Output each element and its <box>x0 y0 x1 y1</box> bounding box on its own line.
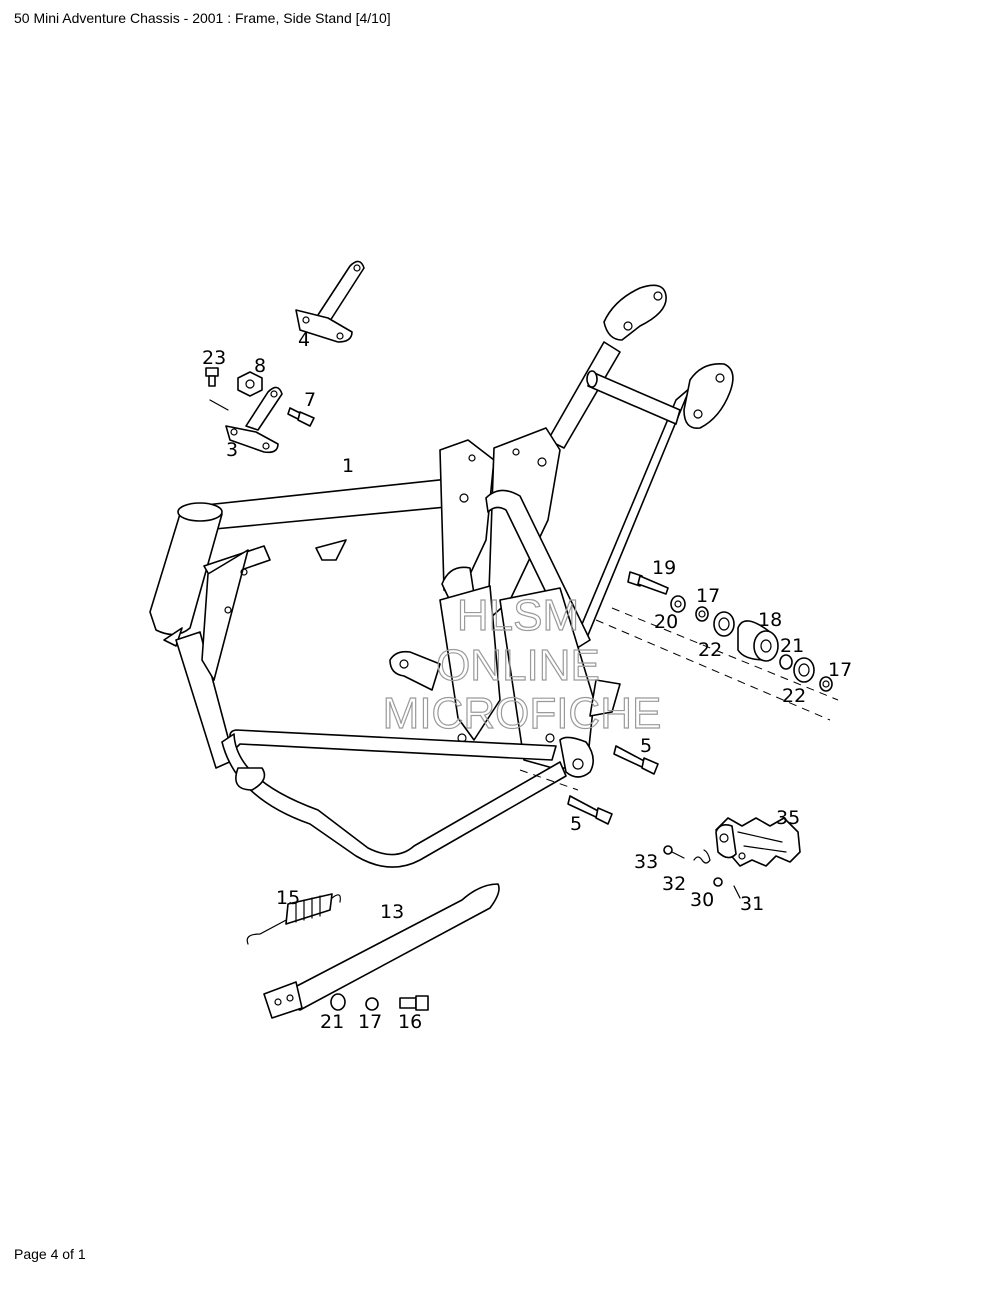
callout-3: 3 <box>226 439 238 461</box>
washer-part-20[interactable] <box>670 595 686 613</box>
bushing-part-22-b[interactable] <box>793 657 815 683</box>
callout-labels: 1 3 4 5 5 7 8 13 15 16 17 17 17 18 19 20… <box>202 329 852 1033</box>
footrest-part-35[interactable] <box>715 817 801 867</box>
callout-1: 1 <box>342 455 354 477</box>
callout-16: 16 <box>398 1011 422 1033</box>
pin-part-33[interactable] <box>663 845 685 859</box>
callout-35: 35 <box>776 807 800 829</box>
callout-32: 32 <box>662 873 686 895</box>
callout-22-a: 22 <box>698 639 722 661</box>
nut-part-8[interactable] <box>237 371 263 397</box>
watermark-line-3: MICROFICHE <box>383 689 662 738</box>
axis-line-upper <box>611 607 839 701</box>
callout-31: 31 <box>740 893 764 915</box>
callout-4: 4 <box>298 329 310 351</box>
roller-part-18[interactable] <box>737 620 779 662</box>
bolt-part-19[interactable] <box>627 571 669 595</box>
side-stand-part-13[interactable] <box>263 883 500 1019</box>
bracket-part-3[interactable] <box>225 386 283 454</box>
page-footer: Page 4 of 1 <box>14 1246 86 1262</box>
callout-22-b: 22 <box>782 685 806 707</box>
callout-21-b: 21 <box>320 1011 344 1033</box>
callout-23: 23 <box>202 347 226 369</box>
callout-15: 15 <box>276 887 300 909</box>
frame-part-1[interactable] <box>149 284 734 868</box>
callout-19: 19 <box>652 557 676 579</box>
spring-part-32[interactable] <box>693 849 711 864</box>
callout-17-c: 17 <box>358 1011 382 1033</box>
axis-line-lower <box>595 619 831 721</box>
watermark: HLSM ONLINE MICROFICHE <box>382 590 662 738</box>
washer-part-17-a[interactable] <box>695 606 709 622</box>
split-pin-part-31[interactable] <box>733 885 741 899</box>
bolt-part-5-a[interactable] <box>613 745 659 775</box>
spacer-part-21-b[interactable] <box>330 993 346 1011</box>
spacer-part-21-a[interactable] <box>779 654 793 670</box>
watermark-line-2: ONLINE <box>436 641 600 690</box>
washer-part-30[interactable] <box>713 877 723 887</box>
page-title: 50 Mini Adventure Chassis - 2001 : Frame… <box>14 10 391 26</box>
bolt-part-5-b[interactable] <box>567 795 613 825</box>
callout-8: 8 <box>254 355 266 377</box>
screw-part-23[interactable] <box>205 367 229 411</box>
callout-7: 7 <box>304 389 316 411</box>
callout-21-a: 21 <box>780 635 804 657</box>
callout-18: 18 <box>758 609 782 631</box>
bolt-part-7[interactable] <box>287 407 315 427</box>
bushing-part-22-a[interactable] <box>713 611 735 637</box>
bolt-part-16[interactable] <box>399 995 429 1011</box>
callout-17-b: 17 <box>828 659 852 681</box>
callout-20: 20 <box>654 611 678 633</box>
callout-5-a: 5 <box>640 735 652 757</box>
washer-part-17-b[interactable] <box>819 676 833 692</box>
callout-13: 13 <box>380 901 404 923</box>
spring-part-15[interactable] <box>246 893 341 945</box>
washer-part-17-c[interactable] <box>365 997 379 1011</box>
watermark-line-1: HLSM <box>457 591 579 640</box>
axis-line-bolt <box>519 769 579 791</box>
callout-17-a: 17 <box>696 585 720 607</box>
bracket-part-4[interactable] <box>295 260 365 343</box>
callout-33: 33 <box>634 851 658 873</box>
callout-30: 30 <box>690 889 714 911</box>
callout-5-b: 5 <box>570 813 582 835</box>
